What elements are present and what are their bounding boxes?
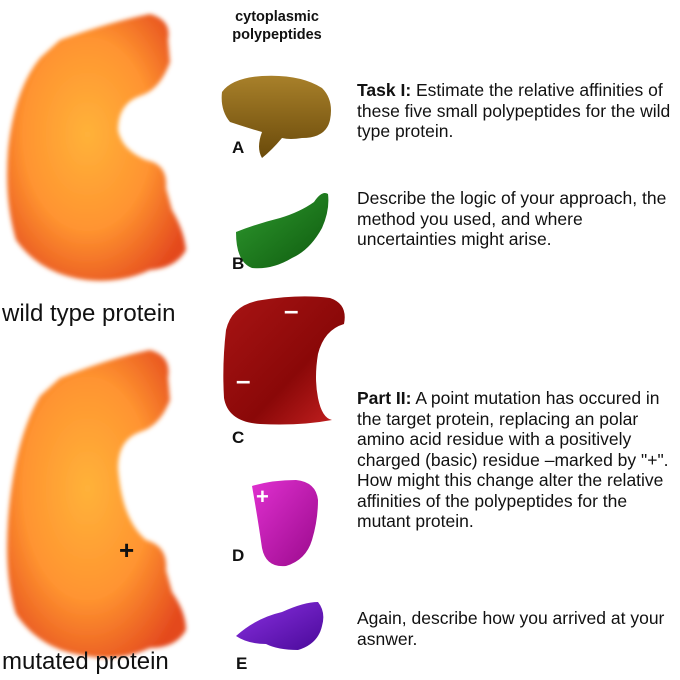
mutated-protein <box>7 350 186 658</box>
polypeptide-a <box>221 75 331 158</box>
polypeptide-c-label: C <box>232 428 245 447</box>
part2-heading: Part II: <box>357 388 412 408</box>
task1-text: Estimate the relative affinities of thes… <box>357 80 671 141</box>
part2-paragraph-2: Again, describe how you arrived at your … <box>357 608 665 649</box>
polypeptide-e-label: E <box>236 654 248 673</box>
polypeptide-d-label: D <box>232 546 245 565</box>
polypeptide-c-mark-1: – <box>284 295 298 325</box>
polypeptide-c <box>223 296 345 425</box>
part2-text: A point mutation has occured in the targ… <box>357 388 669 531</box>
wild-type-protein <box>7 14 186 281</box>
task1-heading: Task I: <box>357 80 412 100</box>
column-header: cytoplasmic polypeptides <box>212 8 342 44</box>
polypeptide-d <box>252 480 318 567</box>
polypeptide-a-label: A <box>232 138 245 157</box>
polypeptide-b-label: B <box>232 254 245 273</box>
part2-paragraph: Part II: A point mutation has occured in… <box>357 388 677 532</box>
polypeptide-c-mark-2: – <box>236 365 250 395</box>
polypeptide-d-mark: + <box>256 484 269 509</box>
polypeptide-e <box>236 602 324 650</box>
task1-paragraph-2: Describe the logic of your approach, the… <box>357 188 667 249</box>
mutated-label: mutated protein <box>2 648 169 675</box>
mutation-plus-mark: + <box>119 535 134 565</box>
column-header-line-1: cytoplasmic <box>235 9 319 25</box>
task1-paragraph: Task I: Estimate the relative affinities… <box>357 80 677 142</box>
wild-type-label: wild type protein <box>2 300 176 327</box>
polypeptide-b <box>236 193 329 269</box>
column-header-line-2: polypeptides <box>232 27 322 43</box>
